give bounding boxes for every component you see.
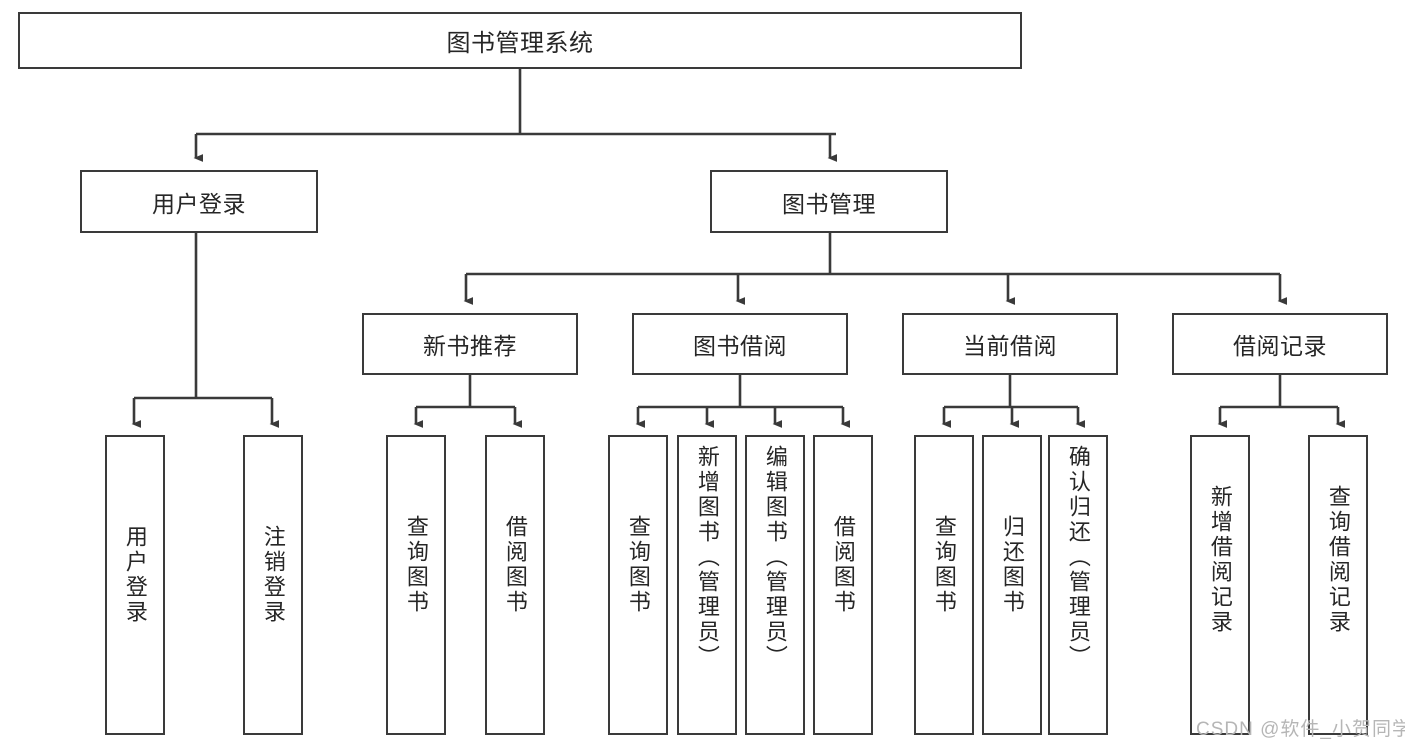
node-leaf-borrow-book-2[interactable]: 借阅图书 — [813, 435, 873, 735]
node-leaf-logout[interactable]: 注销登录 — [243, 435, 303, 735]
node-user-login-label: 用户登录 — [152, 190, 246, 217]
node-leaf-logout-label: 注销登录 — [260, 525, 286, 625]
node-leaf-confirm-return[interactable]: 确认归还（管理员） — [1048, 435, 1108, 735]
node-book-borrow[interactable]: 图书借阅 — [632, 313, 848, 375]
node-leaf-query-book-3-label: 查询图书 — [931, 515, 957, 615]
node-leaf-return-book[interactable]: 归还图书 — [982, 435, 1042, 735]
node-leaf-add-book[interactable]: 新增图书（管理员） — [677, 435, 737, 735]
node-leaf-return-book-label: 归还图书 — [999, 515, 1025, 615]
node-leaf-add-record-label: 新增借阅记录 — [1207, 485, 1233, 635]
node-borrow-record[interactable]: 借阅记录 — [1172, 313, 1388, 375]
node-borrow-record-label: 借阅记录 — [1233, 333, 1327, 359]
node-leaf-borrow-book-1-label: 借阅图书 — [502, 515, 528, 615]
node-leaf-query-book-1-label: 查询图书 — [403, 515, 429, 615]
node-root[interactable]: 图书管理系统 — [18, 12, 1022, 69]
node-book-manage-label: 图书管理 — [782, 190, 876, 217]
node-book-borrow-label: 图书借阅 — [693, 333, 787, 359]
node-leaf-query-book-2[interactable]: 查询图书 — [608, 435, 668, 735]
node-leaf-query-book-1[interactable]: 查询图书 — [386, 435, 446, 735]
node-new-book-recommend[interactable]: 新书推荐 — [362, 313, 578, 375]
node-leaf-edit-book[interactable]: 编辑图书（管理员） — [745, 435, 805, 735]
node-user-login[interactable]: 用户登录 — [80, 170, 318, 233]
node-current-borrow-label: 当前借阅 — [963, 333, 1057, 359]
node-book-manage[interactable]: 图书管理 — [710, 170, 948, 233]
node-new-book-recommend-label: 新书推荐 — [423, 333, 517, 359]
node-root-label: 图书管理系统 — [446, 30, 594, 57]
node-leaf-borrow-book-1[interactable]: 借阅图书 — [485, 435, 545, 735]
node-leaf-confirm-return-label: 确认归还（管理员） — [1065, 445, 1091, 670]
node-leaf-user-login[interactable]: 用户登录 — [105, 435, 165, 735]
node-leaf-borrow-book-2-label: 借阅图书 — [830, 515, 856, 615]
node-leaf-query-record-label: 查询借阅记录 — [1325, 485, 1351, 635]
node-leaf-query-book-3[interactable]: 查询图书 — [914, 435, 974, 735]
node-leaf-add-book-label: 新增图书（管理员） — [694, 445, 720, 670]
node-current-borrow[interactable]: 当前借阅 — [902, 313, 1118, 375]
node-leaf-edit-book-label: 编辑图书（管理员） — [762, 445, 788, 670]
node-leaf-query-book-2-label: 查询图书 — [625, 515, 651, 615]
node-leaf-user-login-label: 用户登录 — [122, 525, 148, 625]
node-leaf-query-record[interactable]: 查询借阅记录 — [1308, 435, 1368, 735]
node-leaf-add-record[interactable]: 新增借阅记录 — [1190, 435, 1250, 735]
